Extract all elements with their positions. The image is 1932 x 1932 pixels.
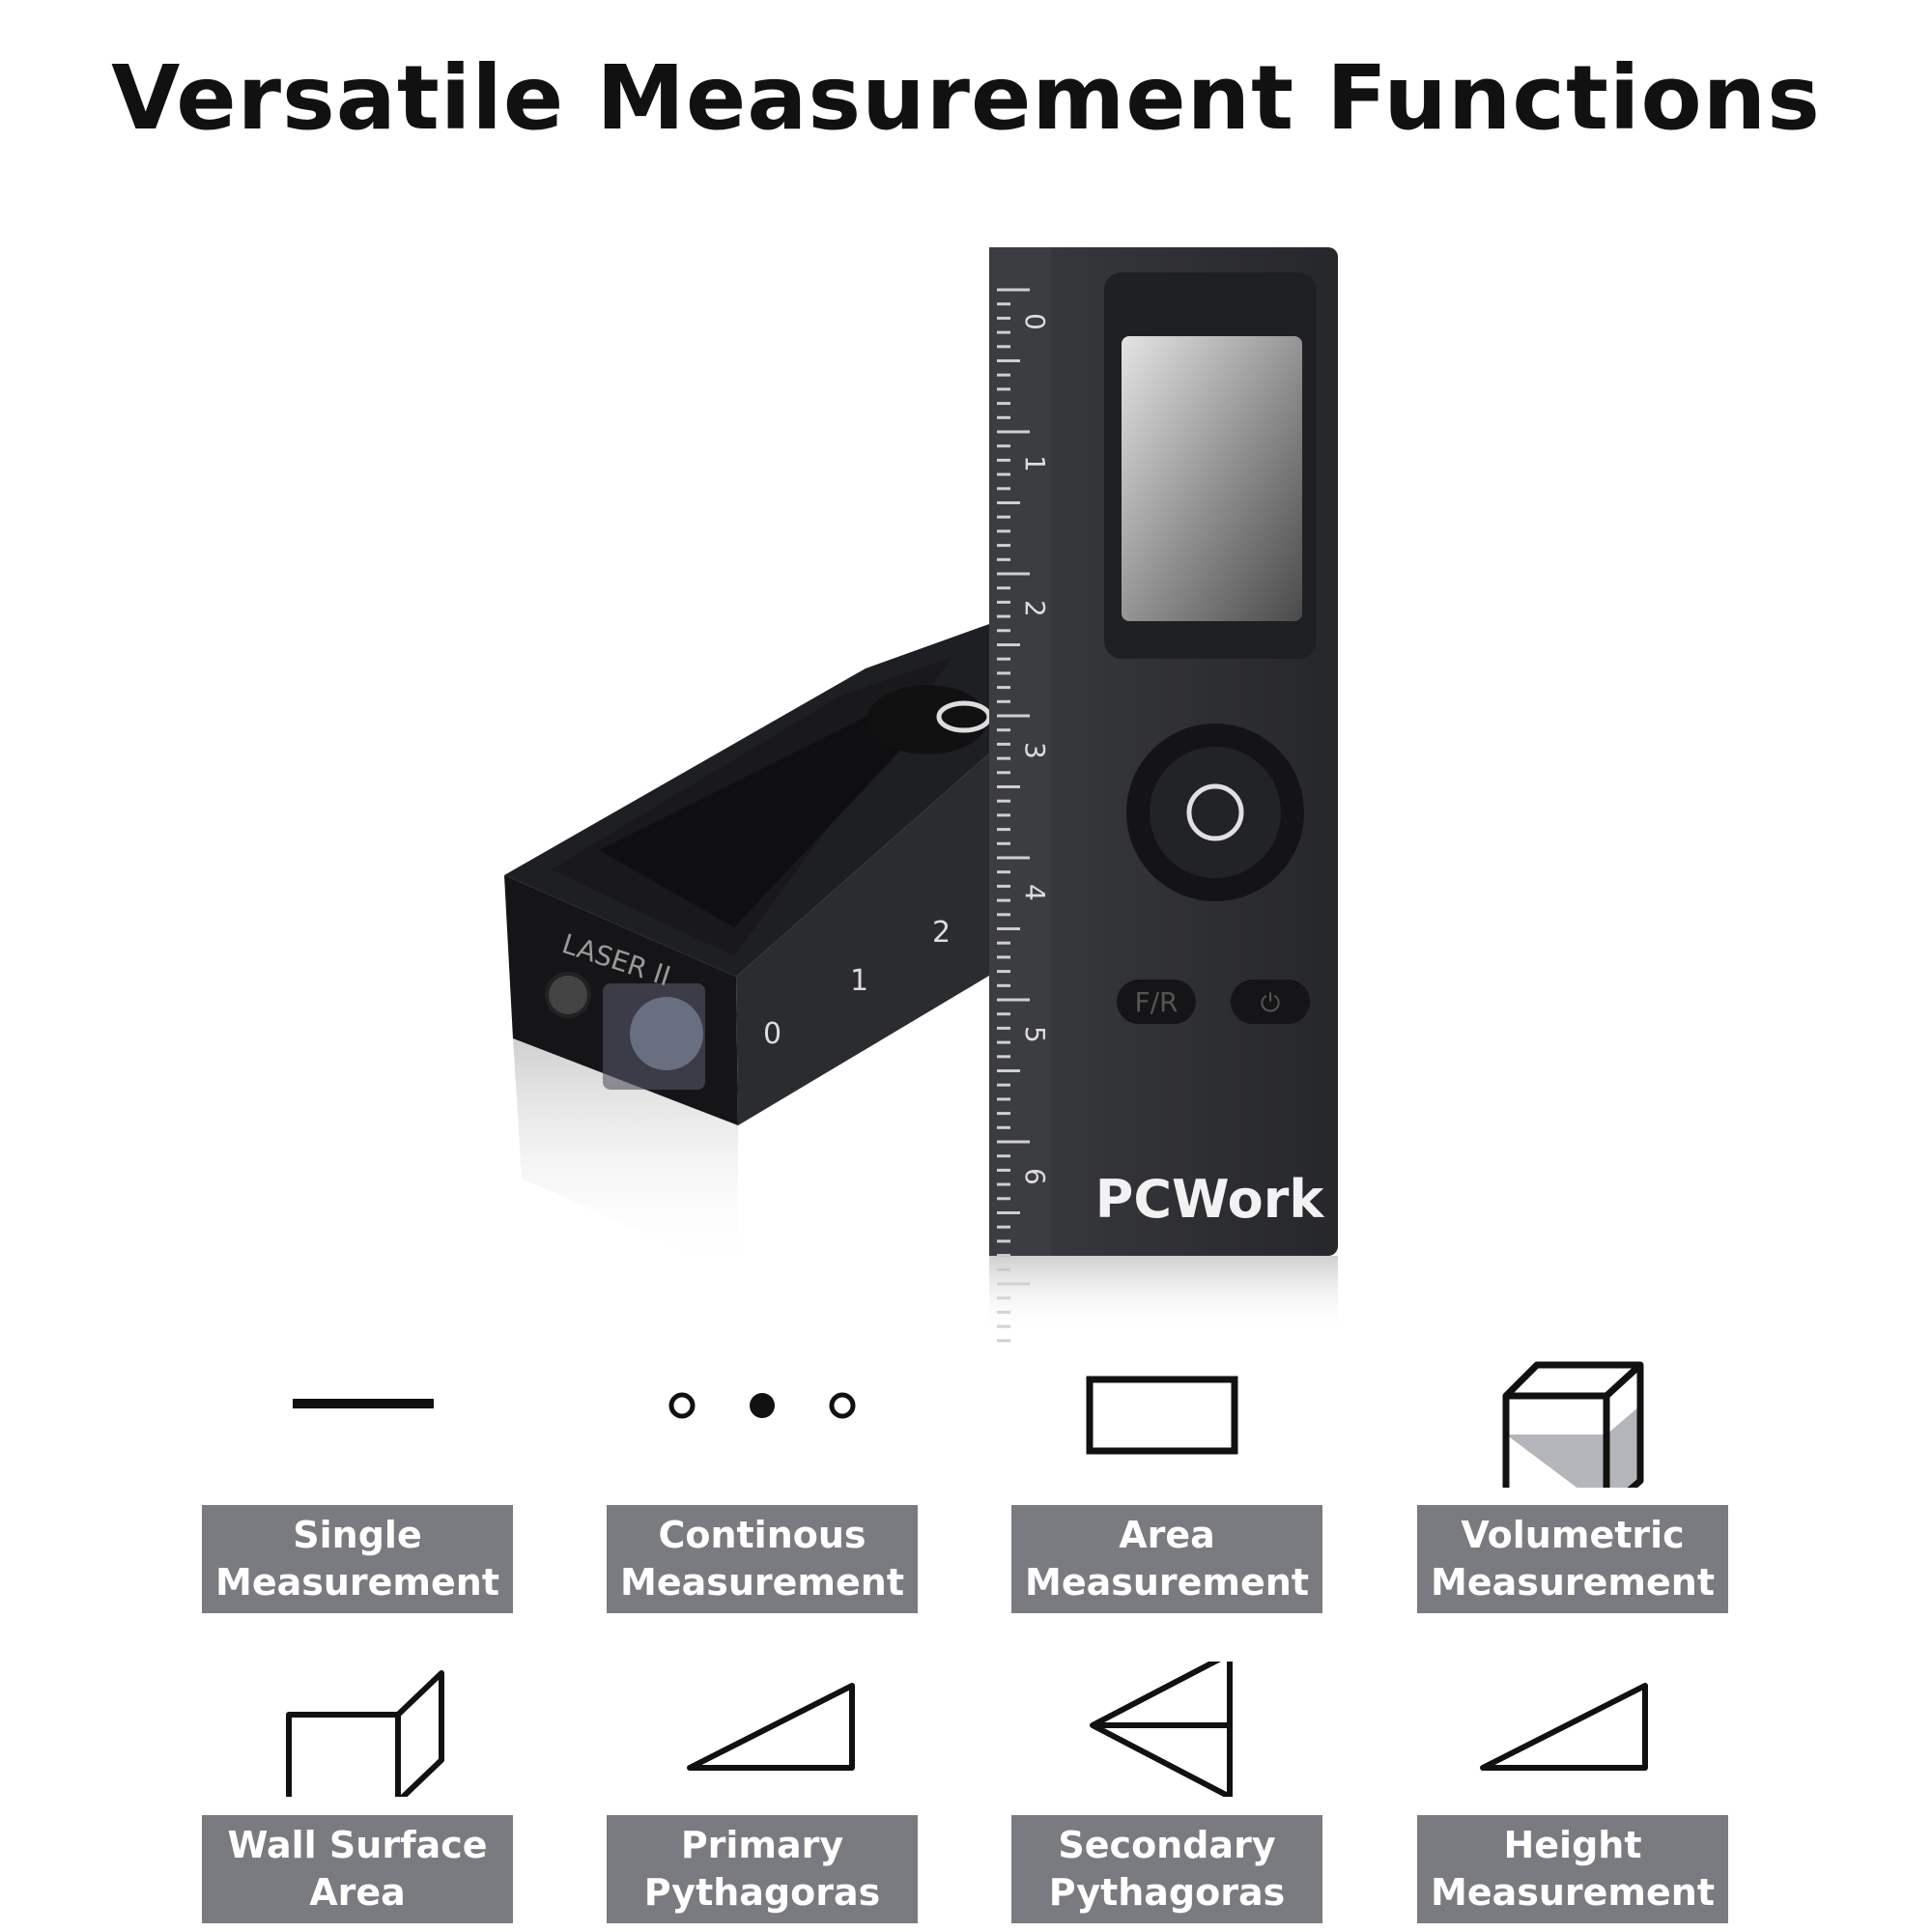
label-line: Measurement — [1431, 1871, 1715, 1914]
device-screen — [1122, 336, 1302, 621]
wall-icon — [286, 1670, 444, 1797]
label-line: Wall Surface — [227, 1824, 488, 1866]
line-icon — [293, 1399, 434, 1408]
label-line: Volumetric — [1461, 1514, 1685, 1556]
label-line: Measurement — [1025, 1561, 1309, 1604]
label-line: Continous — [658, 1514, 867, 1556]
dots-icon — [668, 1392, 856, 1419]
vertical-device: 0 1 2 3 4 5 6 F/R ⏻ PCWork — [989, 247, 1338, 1343]
ruler-mark: 5 — [1019, 1026, 1051, 1043]
ruler-mark: 1 — [1019, 455, 1051, 472]
ruler-mark: 6 — [1019, 1168, 1051, 1185]
horizontal-device: LASER II 0 1 2 — [504, 624, 992, 1275]
fr-button — [1117, 980, 1196, 1024]
power-icon: ⏻ — [1261, 989, 1281, 1018]
cube-icon — [1502, 1361, 1644, 1488]
laser-measure-product-image: LASER II 0 1 2 0 1 2 3 4 5 6 F/R ⏻ PCWor… — [504, 247, 1338, 1343]
ruler-mark: 4 — [1019, 884, 1051, 901]
label-line: Measurement — [1431, 1561, 1715, 1604]
label-line: Primary — [680, 1824, 844, 1866]
ruler-mark: 0 — [763, 1017, 781, 1051]
right-triangle-icon — [687, 1683, 855, 1771]
label-line: Measurement — [620, 1561, 904, 1604]
ruler-mark: 3 — [1019, 742, 1051, 759]
fr-button-label: F/R — [1135, 986, 1179, 1018]
label-line: Height — [1503, 1824, 1642, 1866]
label-line: Area — [1119, 1514, 1215, 1556]
double-triangle-icon — [1090, 1662, 1233, 1797]
ruler-mark: 2 — [932, 916, 951, 950]
height-triangle-icon — [1480, 1683, 1648, 1771]
ruler-mark: 2 — [1019, 600, 1051, 617]
rectangle-icon — [1086, 1376, 1238, 1455]
label-line: Area — [309, 1871, 406, 1914]
page-title: Versatile Measurement Functions — [111, 46, 1821, 150]
circle-icon — [1186, 783, 1244, 841]
label-line: Pythagoras — [1048, 1871, 1286, 1914]
brand-logo: PCWork — [1095, 1169, 1325, 1230]
label-line: Secondary — [1058, 1824, 1276, 1866]
label-line: Single — [293, 1514, 422, 1556]
label-line: Measurement — [215, 1561, 499, 1604]
label-line: Pythagoras — [643, 1871, 881, 1914]
ruler-mark: 1 — [850, 964, 868, 998]
ruler-mark: 0 — [1019, 313, 1051, 330]
power-button — [1231, 980, 1310, 1024]
